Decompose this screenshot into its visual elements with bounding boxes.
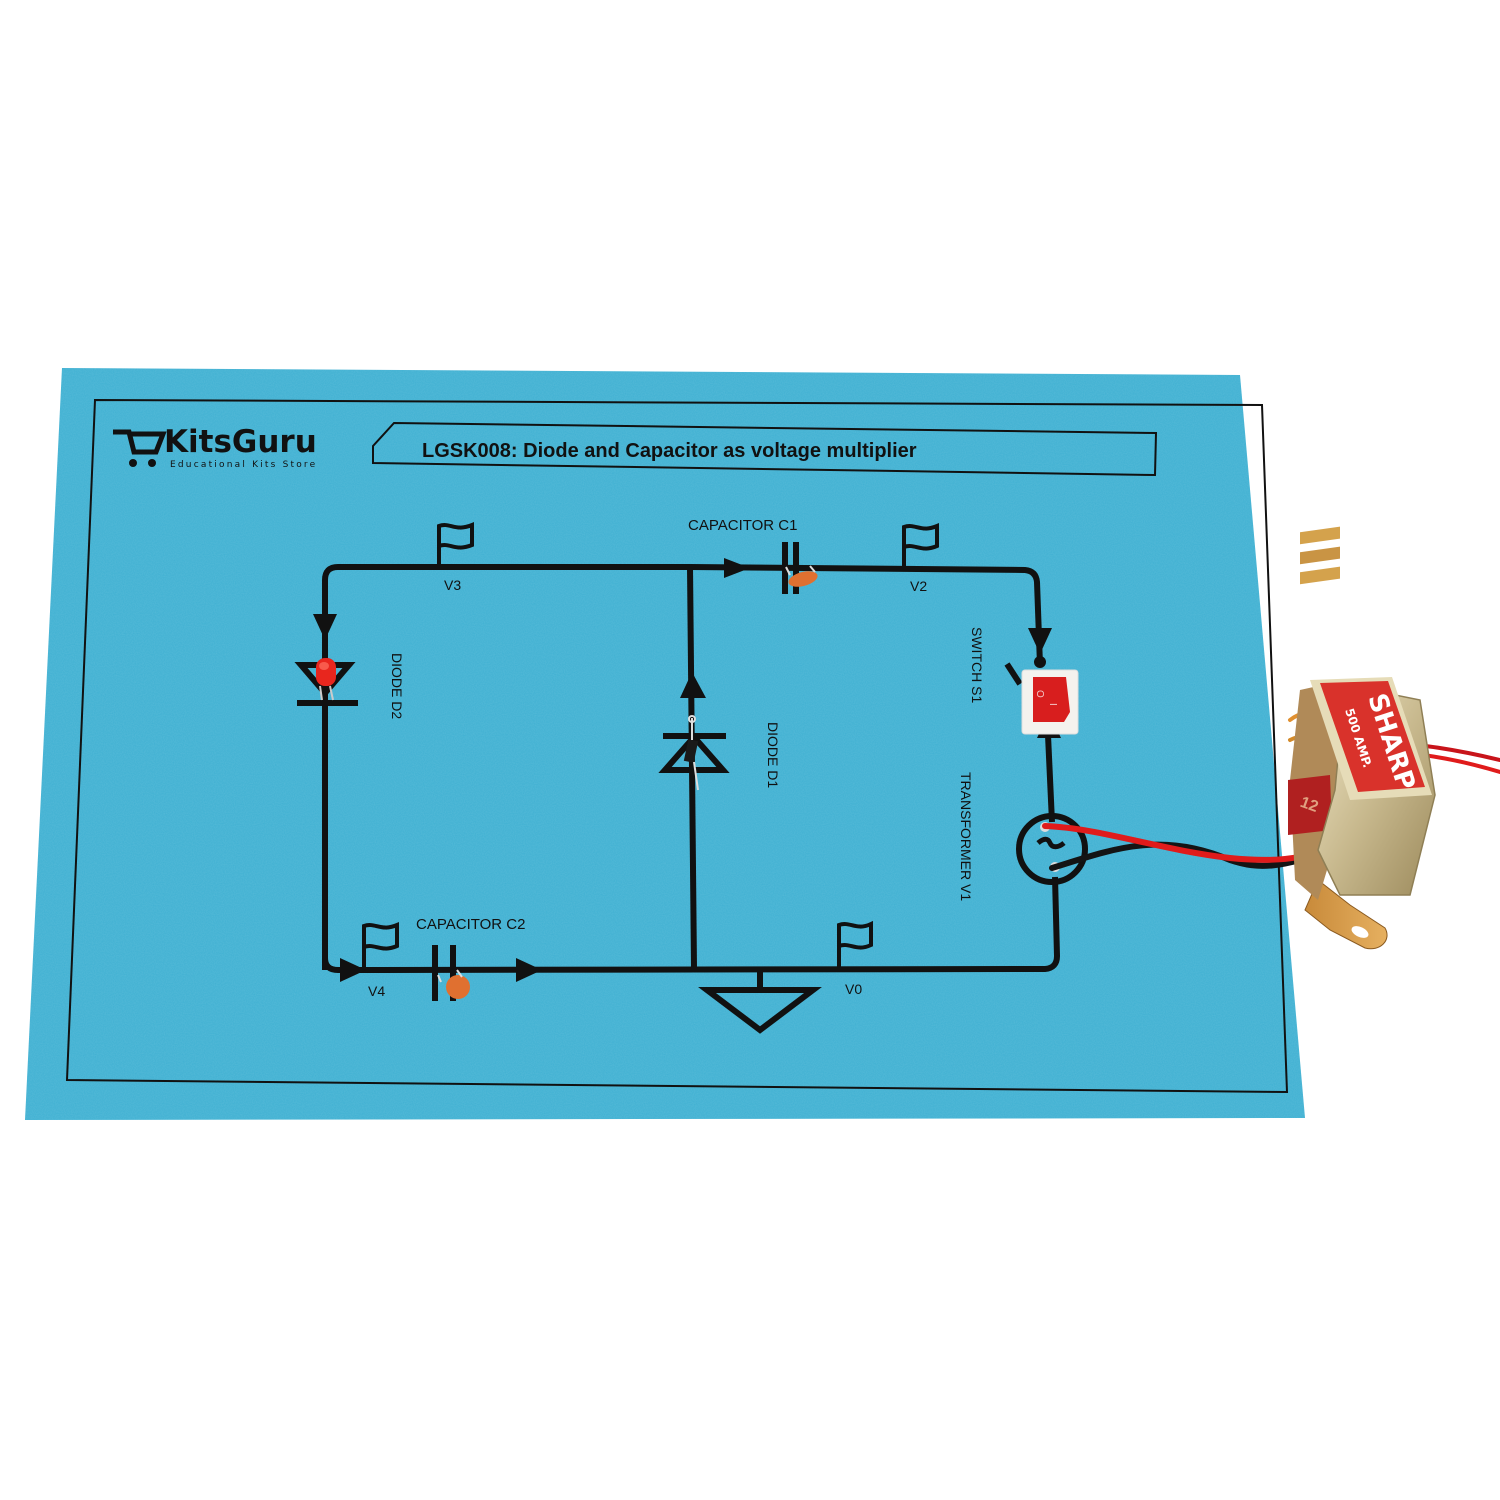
brand-tagline: Educational Kits Store [170,460,317,470]
brand-name: KitsGuru [164,424,317,460]
flag-icon-v2 [902,522,939,568]
diode-d2 [294,658,358,706]
switch-off-mark: O [1034,690,1045,698]
winding-number: 12 [1298,794,1321,816]
node-flags [362,522,939,969]
label-diode-d1: DIODE D1 [765,722,781,788]
component-labels: CAPACITOR C1 CAPACITOR C2 DIODE D2 DIODE… [389,517,985,933]
ground-icon [698,970,822,1034]
switch-on-mark: I [1047,703,1058,706]
node-label-v3: V3 [444,577,461,593]
ceramic-capacitor [446,975,470,999]
label-transformer-v1: TRANSFORMER V1 [958,772,974,901]
sharp-transformer: 12 SHARP 500 AMP. [1288,526,1436,950]
flag-icon-v4 [362,921,399,969]
board-inner-border [65,398,1289,1094]
title-banner: LGSK008: Diode and Capacitor as voltage … [372,421,1158,477]
ac-source-icon [1016,813,1088,885]
node-labels: V3 V2 V4 V0 [368,577,927,999]
arrow-down-icon [1028,628,1052,654]
diode-symbol-icon [658,732,730,773]
node-label-v0: V0 [845,981,862,997]
arrow-right-icon [340,958,366,982]
arrow-down-icon [313,614,337,640]
capacitor-c1 [782,542,818,594]
flag-icon-v3 [437,522,474,566]
label-diode-d2: DIODE D2 [389,653,405,719]
ceramic-capacitor [788,571,818,587]
page-title: LGSK008: Diode and Capacitor as voltage … [422,440,917,462]
rocker-button [1033,677,1070,722]
node-label-v4: V4 [368,983,385,999]
label-capacitor-c2: CAPACITOR C2 [416,916,525,933]
label-switch-s1: SWITCH S1 [969,627,985,703]
arrow-up-icon [680,672,706,698]
capacitor-c2 [432,945,470,1001]
label-capacitor-c1: CAPACITOR C1 [688,517,797,534]
cart-icon [113,429,167,467]
brand-logo: KitsGuru Educational Kits Store [113,424,317,470]
sharp-label [1320,681,1425,792]
circuit-board [25,368,1305,1120]
arrow-right-icon [516,958,542,982]
flag-icon-v0 [837,920,873,968]
node-label-v2: V2 [910,578,927,594]
diode-d1 [658,715,730,791]
switch-s1[interactable]: O I [1004,656,1079,735]
red-led [316,658,336,686]
arrow-right-icon [724,558,750,578]
